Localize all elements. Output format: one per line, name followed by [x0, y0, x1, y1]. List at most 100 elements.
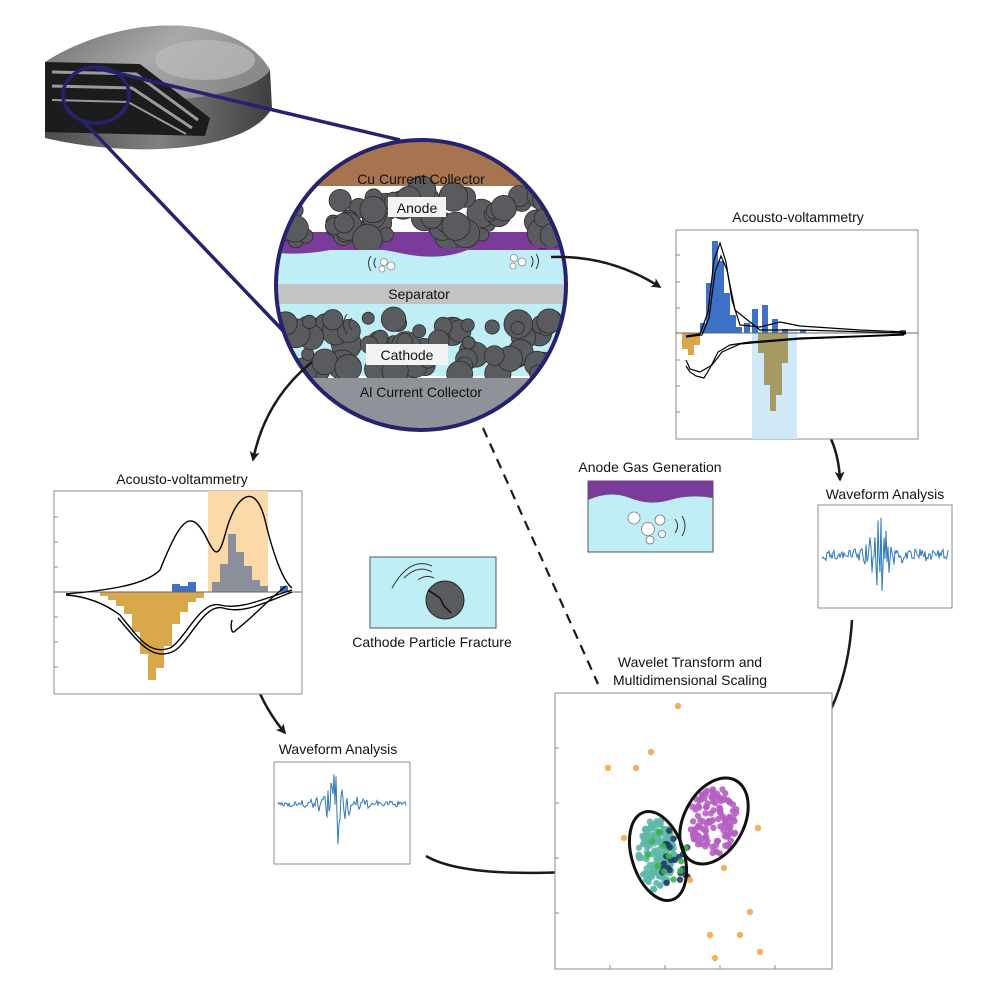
hist-bar-up [188, 582, 196, 592]
hist-bar-up [800, 330, 806, 333]
electrode-cross-section: Cu Current Collector Anode Separator Cat… [274, 138, 568, 432]
cathode-particle [553, 350, 566, 367]
hist-bar-up [718, 261, 724, 333]
anode-particle [328, 188, 352, 212]
cathode-particle [554, 347, 566, 372]
hist-bar-down [100, 592, 108, 596]
scatter-point-magenta [704, 787, 711, 795]
scatter-point-orange [686, 876, 694, 884]
left-av-cv-curve [65, 496, 293, 655]
right-av-title: Acousto-voltammetry [732, 209, 863, 225]
arrow-to-right-av [550, 255, 662, 289]
cathode-particle [462, 336, 476, 350]
hist-bar-down [770, 333, 776, 411]
gas-title: Anode Gas Generation [578, 459, 721, 475]
gas-panel-bubbles [627, 511, 666, 545]
cathode-particle [276, 352, 287, 381]
hist-bar-up [744, 323, 750, 333]
hist-bar-down [132, 592, 140, 632]
cathode-particle [510, 320, 525, 335]
hist-bar-up [712, 241, 718, 333]
scatter-point-magenta [689, 803, 696, 811]
cathode-particle [334, 354, 362, 382]
anode-particle [438, 182, 469, 212]
hist-bar-down [180, 592, 188, 612]
fracture-title: Cathode Particle Fracture [352, 634, 512, 650]
scatter-point-orange [632, 764, 640, 772]
hist-bar-down [172, 592, 180, 624]
anode-particle [352, 223, 383, 255]
hist-bar-up [172, 584, 180, 592]
anode-particle [553, 206, 566, 223]
scatter-point-navy [663, 879, 670, 887]
anode-label: Anode [397, 200, 438, 216]
scatter-point-navy [660, 860, 668, 867]
hist-bar-down [196, 592, 204, 598]
scatter-point-teal [635, 844, 643, 852]
scatter-point-magenta [695, 838, 702, 845]
mds-title-line-1: Wavelet Transform and [618, 654, 762, 670]
scatter-point-teal [636, 854, 643, 862]
scatter-point-teal [652, 820, 659, 827]
scatter-point-magenta [709, 849, 716, 857]
scatter-point-green [670, 876, 677, 883]
anode-particle [540, 183, 560, 203]
left-waveform-signal [277, 774, 407, 845]
arrow-to-left-av [249, 361, 313, 462]
hist-bar-up [280, 586, 288, 592]
scatter-point-teal [639, 871, 647, 878]
scatter-point-teal [645, 872, 652, 879]
left-waveform-panel: Waveform Analysis [273, 741, 411, 865]
scatter-point-green [665, 852, 673, 860]
dashed-connector [481, 427, 600, 685]
hist-bar-down [776, 333, 782, 395]
hist-bar-up [762, 305, 768, 333]
hist-bar-up [782, 329, 788, 333]
anode-particle [276, 227, 282, 246]
separator-label: Separator [388, 286, 450, 302]
anode-gas-generation-panel: Anode Gas Generation [578, 459, 722, 553]
cathode-particle [361, 311, 375, 325]
mds-scatter-panel: Wavelet Transform and Multidimensional S… [554, 654, 833, 970]
cluster-ellipse-magenta [678, 776, 750, 866]
scatter-point-magenta [717, 809, 724, 817]
cathode-particle [555, 366, 566, 381]
magnifier-ring [61, 65, 131, 125]
cathode-particle [322, 309, 344, 331]
al-collector-label: Al Current Collector [360, 384, 482, 400]
mds-title-line-2: Multidimensional Scaling [613, 672, 767, 688]
scatter-point-navy [666, 844, 674, 851]
scatter-point-magenta [704, 837, 711, 845]
cathode-fracture-panel: Cathode Particle Fracture [352, 556, 512, 650]
anode-particle [552, 178, 566, 205]
cathode-particle [276, 353, 295, 372]
scatter-point-teal [650, 886, 658, 893]
hist-bar-up [730, 315, 736, 333]
anode-particle [276, 212, 281, 230]
anode-particle [441, 211, 471, 241]
hist-bar-up [228, 534, 236, 592]
scatter-point-teal [658, 853, 666, 860]
hist-bar-up [724, 293, 730, 333]
scatter-point-orange [746, 908, 754, 916]
scatter-point-magenta [689, 818, 697, 825]
left-waveform-title: Waveform Analysis [279, 741, 398, 757]
scatter-point-magenta [700, 826, 707, 833]
hist-bar-up [252, 580, 260, 592]
scatter-point-magenta [710, 824, 717, 832]
anode-particle [333, 212, 355, 234]
coin-cell [45, 25, 272, 150]
scatter-point-orange [604, 764, 612, 772]
right-waveform-signal [821, 517, 949, 592]
scatter-point-magenta [695, 822, 702, 829]
hist-bar-up [220, 564, 228, 592]
scatter-point-magenta [699, 818, 707, 825]
scatter-point-magenta [727, 837, 734, 844]
cathode-label: Cathode [381, 347, 434, 363]
scatter-point-orange [756, 948, 764, 956]
cluster-ellipse-teal [627, 810, 689, 902]
scatter-point-green [660, 843, 667, 850]
hist-bar-down [188, 592, 196, 602]
hist-bar-down [694, 333, 700, 345]
